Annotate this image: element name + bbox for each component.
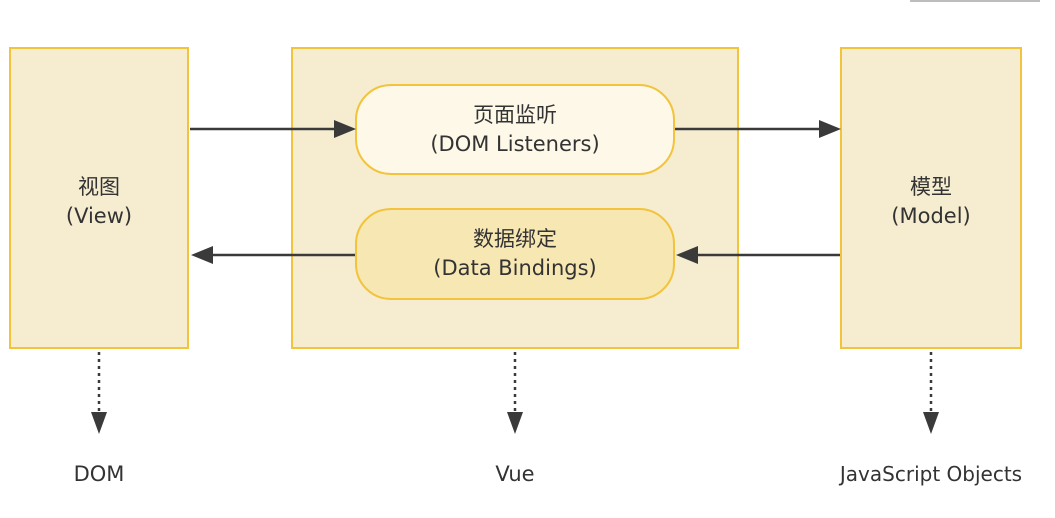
dotted-arrow-view-to-dom (91, 352, 107, 434)
data-bindings-subtitle: (Data Bindings) (433, 256, 597, 280)
view-title: 视图 (78, 175, 120, 199)
data-bindings-title: 数据绑定 (473, 227, 557, 251)
model-subtitle: (Model) (891, 204, 971, 228)
corner-rule (910, 0, 1040, 2)
dotted-arrow-model-to-js (923, 352, 939, 434)
dom-listeners-pill: 页面监听 (DOM Listeners) (355, 84, 675, 175)
view-subtitle: (View) (65, 204, 133, 228)
vue-label: Vue (495, 462, 535, 486)
view-label: 视图 (View) (11, 173, 187, 231)
dotted-arrow-vue-to-vue (507, 352, 523, 434)
model-label: 模型 (Model) (842, 173, 1020, 231)
data-bindings-pill: 数据绑定 (Data Bindings) (355, 208, 675, 300)
dom-label: DOM (73, 462, 125, 486)
model-title: 模型 (910, 175, 952, 199)
javascript-objects-label: JavaScript Objects (839, 462, 1023, 486)
view-box: 视图 (View) (9, 47, 189, 349)
model-box: 模型 (Model) (840, 47, 1022, 349)
dom-listeners-subtitle: (DOM Listeners) (430, 132, 600, 156)
dom-listeners-title: 页面监听 (473, 103, 557, 127)
